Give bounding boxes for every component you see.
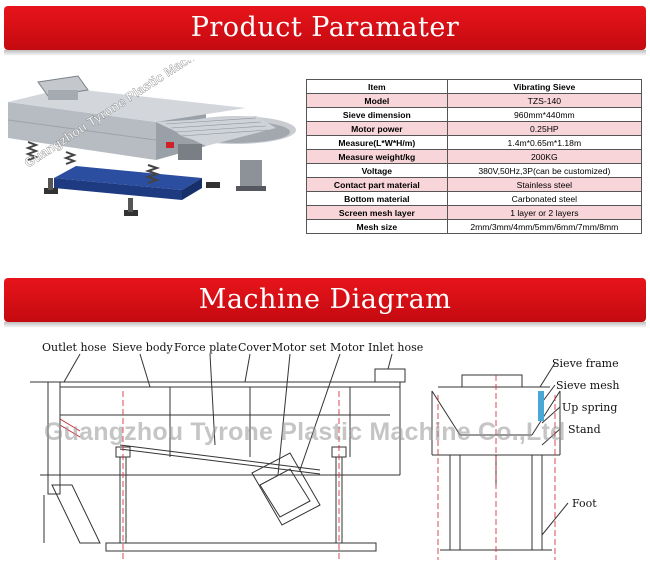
table-cell-key: Sieve dimension [306, 107, 448, 122]
label-up-spring: Up spring [562, 401, 617, 414]
machine-diagram: Outlet hose Sieve body Force plate Cover… [30, 341, 619, 560]
table-header-item: Item [306, 79, 448, 94]
label-stand: Stand [568, 423, 601, 436]
table-cell-value: 2mm/3mm/4mm/5mm/6mm/7mm/8mm [446, 219, 643, 234]
table-header-row: Item Vibrating Sieve [306, 79, 643, 94]
label-sieve-frame: Sieve frame [552, 357, 619, 370]
table-cell-value: 1.4m*0.65m*1.18m [446, 135, 643, 150]
table-header-value: Vibrating Sieve [446, 79, 643, 94]
label-force-plate: Force plate [174, 341, 237, 354]
table-cell-key: Contact part material [306, 177, 448, 192]
label-sieve-mesh: Sieve mesh [556, 379, 619, 392]
label-foot: Foot [572, 497, 597, 510]
label-outlet-hose: Outlet hose [42, 341, 106, 354]
banner-shadow [4, 50, 646, 56]
table-cell-key: Voltage [306, 163, 448, 178]
label-cover: Cover [238, 341, 272, 354]
table-cell-value: Carbonated steel [446, 191, 643, 206]
table-cell-value: 1 layer or 2 layers [446, 205, 643, 220]
table-row: Measure(L*W*H/m)1.4m*0.65m*1.18m [306, 135, 643, 150]
table-cell-value: TZS-140 [446, 93, 643, 108]
table-cell-key: Mesh size [306, 219, 448, 234]
table-cell-value: 0.25HP [446, 121, 643, 136]
table-cell-value: 200KG [446, 149, 643, 164]
table-cell-key: Bottom material [306, 191, 448, 206]
banner-shadow [4, 322, 646, 328]
table-cell-key: Screen mesh layer [306, 205, 448, 220]
machine-diagram-banner: Machine Diagram [4, 278, 646, 322]
table-cell-key: Measure weight/kg [306, 149, 448, 164]
product-photo: Guangzhou Tyrone Plastic Machine Co.,Ltd [7, 60, 296, 216]
table-cell-value: 960mm*440mm [446, 107, 643, 122]
label-motor: Motor [330, 341, 365, 354]
label-motor-set: Motor set [272, 341, 327, 354]
table-cell-key: Model [306, 93, 448, 108]
label-sieve-body: Sieve body [112, 341, 173, 354]
table-cell-key: Motor power [306, 121, 448, 136]
table-cell-value: Stainless steel [446, 177, 643, 192]
table-cell-key: Measure(L*W*H/m) [306, 135, 448, 150]
machine-diagram-title: Machine Diagram [198, 284, 452, 315]
product-parameter-banner: Product Paramater [4, 6, 646, 50]
table-cell-value: 380V,50Hz,3P(can be customized) [446, 163, 643, 178]
diagram-watermark: Guangzhou Tyrone Plastic Machine Co.,Ltd [44, 418, 566, 446]
product-parameter-title: Product Paramater [190, 12, 460, 43]
label-inlet-hose: Inlet hose [368, 341, 423, 354]
